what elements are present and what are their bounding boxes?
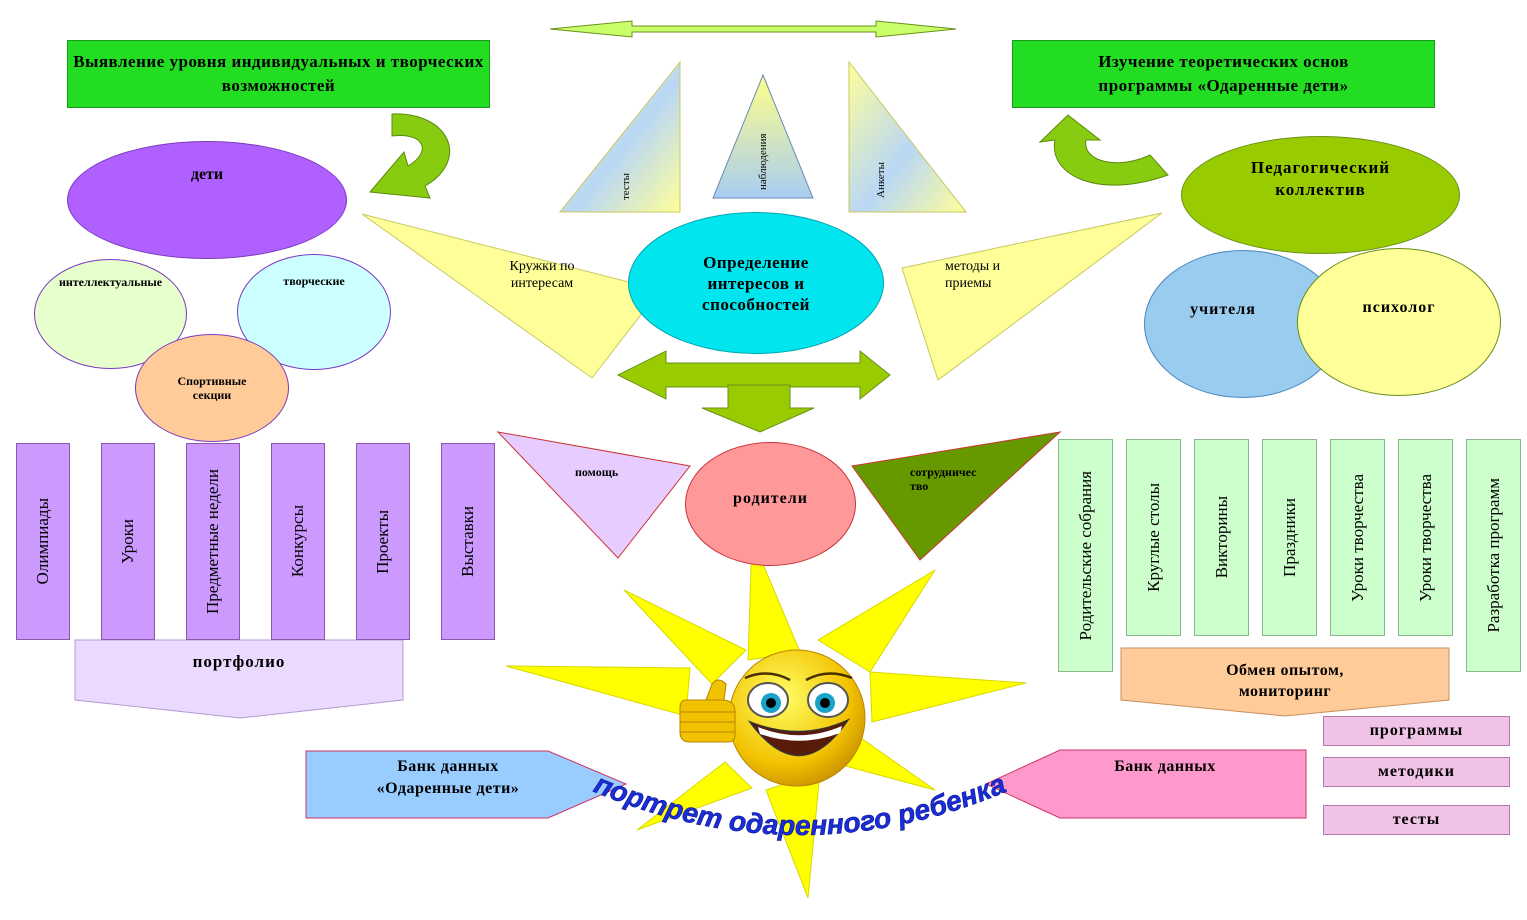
bar-subject-weeks: Предметные недели — [186, 443, 240, 640]
exchange-label: Обмен опытом, мониторинг — [1226, 662, 1344, 700]
bank-item-programs: программы — [1323, 716, 1510, 746]
methods-label: методы и приемы — [945, 259, 1001, 291]
cooperation-label: сотрудничество — [910, 465, 977, 493]
sport-label: Спортивные секции — [177, 374, 247, 402]
bar-holidays: Праздники — [1262, 439, 1317, 636]
children-ellipse: дети — [67, 141, 347, 259]
bar-exhibitions: Выставки — [441, 443, 495, 640]
triangle-clubs — [361, 213, 661, 379]
staff-title: Педагогический коллектив — [1250, 158, 1391, 199]
sport-circle: Спортивные секции — [135, 334, 289, 442]
bar-olympiads: Олимпиады — [16, 443, 70, 640]
label-tests: тесты — [620, 172, 632, 200]
identify-level-box: Выявление уровня индивидуальных и творче… — [67, 40, 490, 108]
bank-right-arrow — [984, 749, 1307, 819]
center-ellipse: Определение интересов и способностей — [628, 212, 884, 354]
theory-study-text: Изучение теоретических основ программы «… — [1098, 52, 1349, 95]
sun-rays — [505, 537, 1027, 899]
triangle-help — [496, 431, 691, 559]
cross-arrows — [616, 349, 891, 433]
portfolio-arrow — [74, 639, 404, 719]
curved-arrow-right — [1038, 114, 1169, 186]
teachers-label: учителя — [1190, 301, 1256, 318]
clubs-label: Кружки по интересам — [509, 259, 575, 291]
psychologist-label: психолог — [1362, 299, 1436, 316]
creative-label: творческие — [283, 274, 345, 288]
children-title: дети — [190, 166, 224, 183]
parents-title: родители — [733, 490, 808, 507]
bank-left-label: Банк данных «Одаренные дети» — [376, 758, 520, 797]
label-observations: наблюдения — [757, 133, 769, 190]
staff-ellipse: Педагогический коллектив — [1181, 136, 1460, 254]
bar-contests: Конкурсы — [271, 443, 325, 640]
portfolio-label: портфолио — [192, 652, 286, 671]
bar-parent-meetings: Родительские собрания — [1058, 439, 1113, 672]
bank-item-tests: тесты — [1323, 805, 1510, 835]
help-label: помощь — [575, 465, 619, 479]
smiley-icon — [679, 649, 866, 787]
exchange-arrow — [1120, 647, 1450, 717]
top-double-arrow — [549, 20, 957, 38]
triangle-cooperation — [851, 431, 1062, 561]
bar-round-tables: Круглые столы — [1126, 439, 1181, 636]
psychologist-circle: психолог — [1297, 248, 1501, 396]
triangle-observations — [712, 73, 814, 199]
intellectual-label: интеллектуальные — [58, 275, 163, 289]
curved-arrow-left — [369, 113, 451, 199]
center-text: Определение интересов и способностей — [702, 252, 810, 314]
bar-program-development: Разработка программ — [1466, 439, 1521, 672]
triangle-tests — [558, 60, 681, 213]
bank-right-label: Банк данных — [1114, 758, 1216, 775]
label-questionnaires: Анкеты — [875, 162, 887, 198]
bank-left-arrow — [305, 750, 628, 819]
bar-projects: Проекты — [356, 443, 410, 640]
parents-ellipse: родители — [685, 442, 856, 566]
bar-lessons: Уроки — [101, 443, 155, 640]
triangle-questionnaires — [848, 60, 968, 213]
theory-study-box: Изучение теоретических основ программы «… — [1012, 40, 1435, 108]
bank-item-methods: методики — [1323, 757, 1510, 787]
triangle-methods — [901, 212, 1163, 381]
bar-creativity-lessons-1: Уроки творчества — [1330, 439, 1385, 636]
identify-level-text: Выявление уровня индивидуальных и творче… — [73, 52, 484, 95]
bar-quizzes: Викторины — [1194, 439, 1249, 636]
bar-creativity-lessons-2: Уроки творчества — [1398, 439, 1453, 636]
